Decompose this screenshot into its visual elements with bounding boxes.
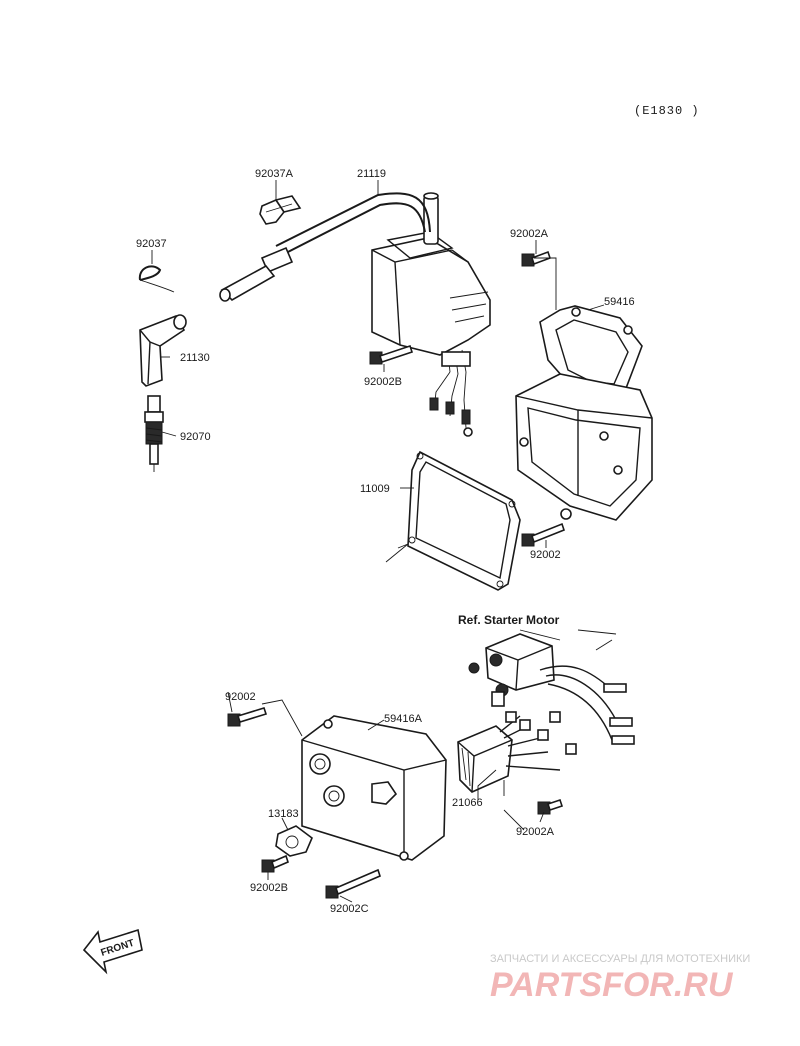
- label-59416a: 59416A: [384, 713, 423, 725]
- label-21066: 21066: [452, 797, 483, 809]
- label-92002-right: 92002: [530, 549, 561, 561]
- bolt-92002b-top: [369, 344, 414, 365]
- clip-92037: [138, 265, 175, 293]
- leader-lines: [151, 180, 617, 903]
- starter-relay: [468, 633, 635, 745]
- gasket-11009: [407, 450, 521, 591]
- bolt-92002a-bottom: [537, 798, 564, 815]
- label-59416: 59416: [604, 296, 635, 308]
- label-92002-left: 92002: [225, 691, 256, 703]
- watermark-brand: PARTSFOR.RU: [490, 966, 734, 1004]
- bolt-92002c: [325, 868, 381, 899]
- label-92002b-bottom: 92002B: [250, 882, 288, 894]
- label-13183: 13183: [268, 808, 299, 820]
- diagram-code: (E1830 ): [634, 104, 700, 118]
- regulator-21066: [457, 711, 577, 793]
- watermark-tagline: ЗАПЧАСТИ И АКСЕССУАРЫ ДЛЯ МОТОТЕХНИКИ: [490, 953, 750, 965]
- front-arrow-icon: FRONT: [82, 928, 143, 975]
- clamp-92037a: [259, 195, 302, 225]
- label-21130: 21130: [180, 352, 210, 364]
- plug-cap-21130: [139, 314, 187, 387]
- cover-59416a: [301, 715, 447, 861]
- bolt-92002b-bottom: [261, 854, 289, 873]
- label-92070: 92070: [180, 431, 211, 443]
- label-92002a-bottom: 92002A: [516, 826, 555, 838]
- bolt-92002-left: [227, 707, 268, 727]
- label-92002a-top: 92002A: [510, 228, 549, 240]
- label-92037a: 92037A: [255, 168, 294, 180]
- gasket-13183: [275, 825, 313, 857]
- bolt-92002-right: [521, 522, 565, 547]
- label-21119: 21119: [357, 168, 386, 180]
- label-92037: 92037: [136, 238, 167, 250]
- cover-box: [515, 373, 653, 521]
- bolt-92002a-top: [521, 250, 552, 267]
- spark-plug-92070: [144, 395, 164, 472]
- label-92002b-top: 92002B: [364, 376, 402, 388]
- label-92002c: 92002C: [330, 903, 369, 915]
- label-ref-starter-motor: Ref. Starter Motor: [458, 613, 560, 627]
- ignition-coil: [219, 192, 491, 437]
- label-11009: 11009: [360, 483, 390, 495]
